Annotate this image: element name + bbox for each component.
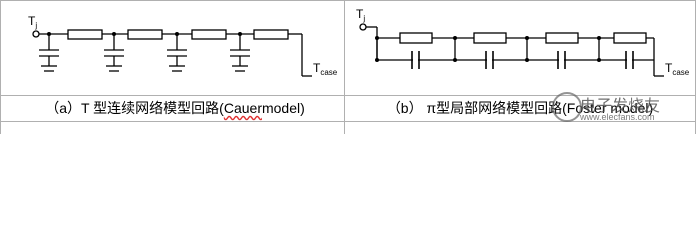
- foster-circuit: [359, 23, 664, 77]
- caption-foster-model: （b） π型局部网络模型回路(Foster model): [350, 95, 690, 121]
- watermark-url: www.elecfans.com: [580, 112, 655, 122]
- shunt-capacitor: [167, 34, 187, 72]
- resistor: [473, 32, 507, 44]
- resistor: [545, 32, 579, 44]
- caption-left-pre: （a）T 型连续网络模型回路(: [45, 100, 224, 116]
- rc-cell: [613, 32, 647, 69]
- shunt-capacitor: [39, 34, 59, 72]
- foster-node-dots: [375, 36, 601, 62]
- resistor: [253, 29, 289, 40]
- cauer-node-dots: [47, 32, 242, 36]
- tj-node-right: [359, 23, 367, 31]
- tcase-label-left: Tcase: [313, 61, 338, 77]
- rc-cell: [545, 32, 600, 69]
- caption-left-cauer: Cauer: [223, 100, 262, 116]
- tcase-label-right: Tcase: [665, 61, 690, 77]
- caption-right-text: （b） π型局部网络模型回路(Foster model): [386, 100, 654, 116]
- caption-left-post: model): [261, 100, 305, 116]
- tj-label-left: Tj: [28, 14, 37, 30]
- cauer-circuit: [32, 29, 312, 77]
- caption-cauer-model: （a）T 型连续网络模型回路(Cauer model): [10, 95, 340, 121]
- resistor: [191, 29, 227, 40]
- tj-label-right: Tj: [356, 7, 365, 23]
- resistor: [127, 29, 163, 40]
- resistor: [67, 29, 103, 40]
- rc-cell: [376, 32, 456, 69]
- watermark-icon: [552, 92, 582, 122]
- tj-node-left: [32, 30, 40, 38]
- shunt-capacitor: [104, 34, 124, 72]
- resistor: [613, 32, 647, 44]
- watermark-logo: 电子发烧友 www.elecfans.com: [548, 86, 688, 126]
- watermark-text: 电子发烧友: [580, 96, 661, 115]
- resistor: [399, 32, 433, 44]
- shunt-capacitor: [230, 34, 250, 72]
- rc-cell: [473, 32, 528, 69]
